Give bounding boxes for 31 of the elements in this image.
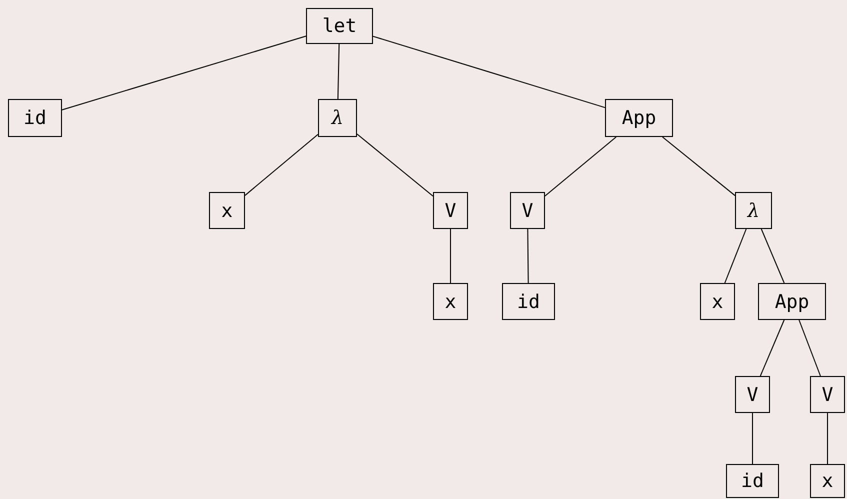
tree-node-box: λ xyxy=(318,99,357,137)
tree-node-box: V xyxy=(735,376,770,413)
tree-edge xyxy=(760,320,785,376)
tree-edge xyxy=(662,136,736,196)
tree-edge xyxy=(337,44,340,100)
tree-node-box: id xyxy=(8,99,62,137)
tree-node-box: V xyxy=(810,376,845,413)
tree-node-box: x xyxy=(700,283,735,320)
tree-edge xyxy=(760,228,785,284)
tree-node-box: let xyxy=(306,8,373,44)
tree-node-box: V xyxy=(510,192,545,229)
tree-node-box: id xyxy=(726,464,779,498)
tree-node-box: V xyxy=(433,192,468,229)
tree-node-box: x xyxy=(209,192,245,229)
tree-node-box: App xyxy=(605,99,673,137)
tree-edge xyxy=(356,133,434,197)
tree-node-box: x xyxy=(810,464,845,498)
tree-edge xyxy=(544,136,617,196)
tree-node-box: λ xyxy=(735,192,772,229)
tree-edge xyxy=(62,36,306,110)
tree-node-box: x xyxy=(433,283,468,320)
tree-edge xyxy=(244,134,318,196)
tree-edge xyxy=(724,228,747,284)
tree-edge xyxy=(798,320,821,376)
tree-edge xyxy=(450,228,451,284)
tree-edge xyxy=(527,228,529,284)
tree-edge xyxy=(752,412,753,464)
tree-edge xyxy=(372,36,606,108)
tree-edge xyxy=(827,412,828,464)
tree-node-box: id xyxy=(502,283,555,320)
tree-node-box: App xyxy=(758,283,826,320)
